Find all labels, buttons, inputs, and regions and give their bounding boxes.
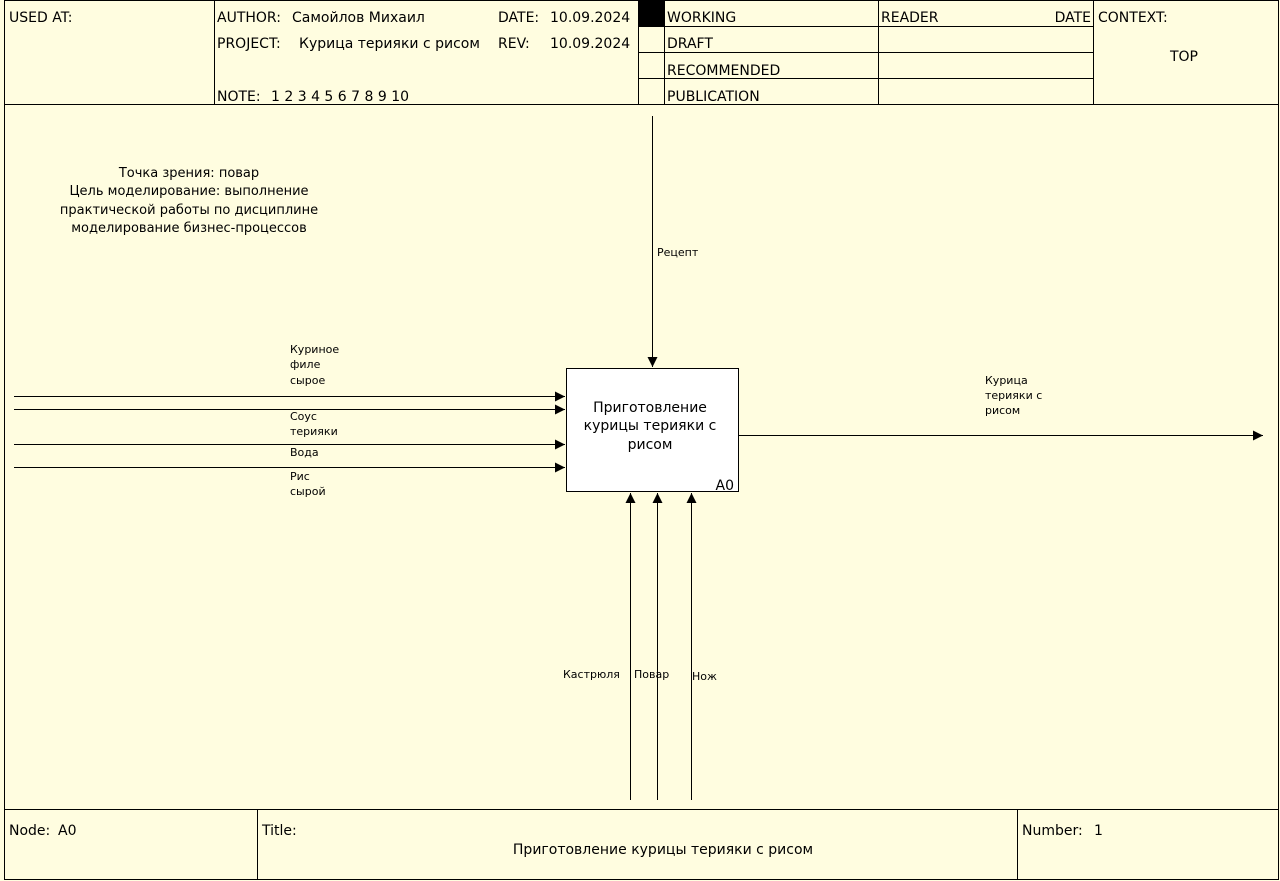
activity-title-line: курицы терияки с: [584, 418, 717, 434]
input-label-sauce: Соус терияки: [290, 410, 338, 438]
note-numbers: 1 2 3 4 5 6 7 8 9 10: [271, 89, 409, 105]
label-line: Куриное: [290, 343, 339, 356]
footer-title-label: Title:: [261, 823, 297, 839]
activity-title-line: Приготовление: [593, 400, 707, 416]
author-label: AUTHOR:: [217, 10, 281, 26]
outer-border: [4, 0, 1279, 880]
label-line: Соус: [290, 410, 317, 423]
activity-node-number: A0: [716, 478, 734, 494]
label-line: филе: [290, 358, 321, 371]
viewpoint-line: моделирование бизнес-процессов: [71, 221, 307, 236]
input-label-water: Вода: [290, 446, 319, 459]
used-at-label: USED AT:: [9, 10, 72, 26]
note-label: NOTE:: [217, 89, 261, 105]
viewpoint-line: Цель моделирование: выполнение: [69, 184, 308, 199]
status-recommended: RECOMMENDED: [667, 63, 780, 79]
activity-title-line: рисом: [628, 437, 673, 453]
reader-date-label: DATE: [1055, 10, 1091, 26]
footer-title-value: Приготовление курицы терияки с рисом: [513, 842, 813, 858]
author-value: Самойлов Михаил: [292, 10, 425, 26]
mechanism-label-knife: Нож: [692, 670, 717, 683]
label-line: сырой: [290, 485, 326, 498]
output-label-dish: Курица терияки с рисом: [985, 374, 1042, 417]
mechanism-label-cook: Повар: [634, 668, 669, 681]
date-label: DATE:: [498, 10, 539, 26]
date-value: 10.09.2024: [550, 10, 630, 26]
viewpoint-line: практической работы по дисциплине: [60, 203, 318, 218]
mechanism-label-pot: Кастрюля: [563, 668, 620, 681]
label-line: терияки: [290, 425, 338, 438]
viewpoint-note: Точка зрения: повар Цель моделирование: …: [60, 166, 318, 236]
viewpoint-line: Точка зрения: повар: [118, 166, 259, 181]
label-line: терияки с: [985, 389, 1042, 402]
label-line: сырое: [290, 374, 325, 387]
label-line: Курица: [985, 374, 1028, 387]
project-value: Курица терияки с рисом: [299, 36, 480, 52]
status-publication: PUBLICATION: [667, 89, 760, 105]
working-status-marker: [639, 1, 664, 26]
reader-label: READER: [881, 10, 939, 26]
status-draft: DRAFT: [667, 36, 713, 52]
footer-number-value: 1: [1094, 823, 1103, 839]
input-label-chicken: Куриное филе сырое: [290, 343, 339, 387]
context-label: CONTEXT:: [1098, 10, 1168, 26]
footer-number-label: Number:: [1022, 823, 1083, 839]
label-line: Вода: [290, 446, 319, 459]
footer-node-label: Node:: [9, 823, 50, 839]
rev-value: 10.09.2024: [550, 36, 630, 52]
control-label-recipe: Рецепт: [657, 246, 699, 259]
label-line: рисом: [985, 404, 1020, 417]
footer-block: [4, 809, 1279, 880]
label-line: Рис: [290, 470, 310, 483]
status-working: WORKING: [667, 10, 736, 26]
footer-node-value: A0: [58, 823, 76, 839]
context-value: TOP: [1169, 49, 1198, 65]
project-label: PROJECT:: [217, 36, 281, 52]
header-block: [4, 0, 1279, 105]
activity-box-a0[interactable]: Приготовление курицы терияки с рисом A0: [566, 368, 739, 495]
input-label-rice: Рис сырой: [290, 470, 326, 498]
rev-label: REV:: [498, 36, 530, 52]
